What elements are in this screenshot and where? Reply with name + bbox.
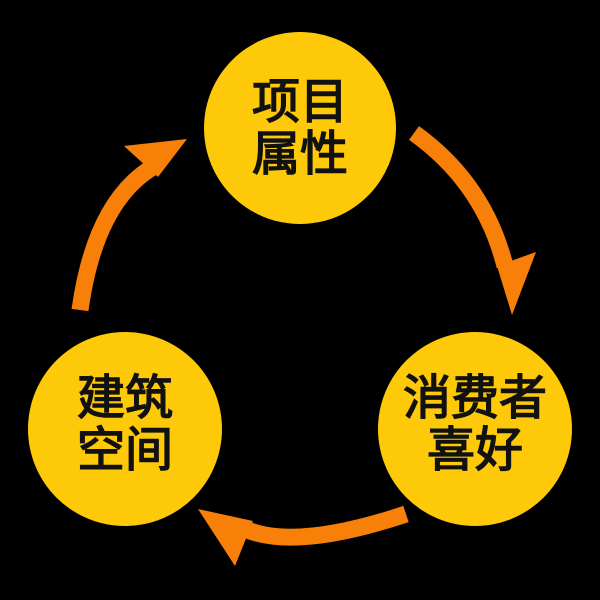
- arrow-shaft: [241, 505, 409, 546]
- arrow-head-icon: [497, 252, 536, 315]
- arrow-head-icon: [124, 139, 187, 177]
- arrow-project-to-consumer: [409, 126, 536, 315]
- arrow-consumer-to-building: [198, 505, 409, 566]
- arrow-shaft: [71, 159, 158, 312]
- arrow-shaft: [409, 126, 514, 269]
- arrow-building-to-project: [71, 139, 187, 312]
- node-circle-building-space: [28, 332, 222, 526]
- node-circle-consumer-preferences: [378, 332, 572, 526]
- arrow-head-icon: [198, 509, 253, 566]
- node-circle-project-attributes: [204, 32, 396, 224]
